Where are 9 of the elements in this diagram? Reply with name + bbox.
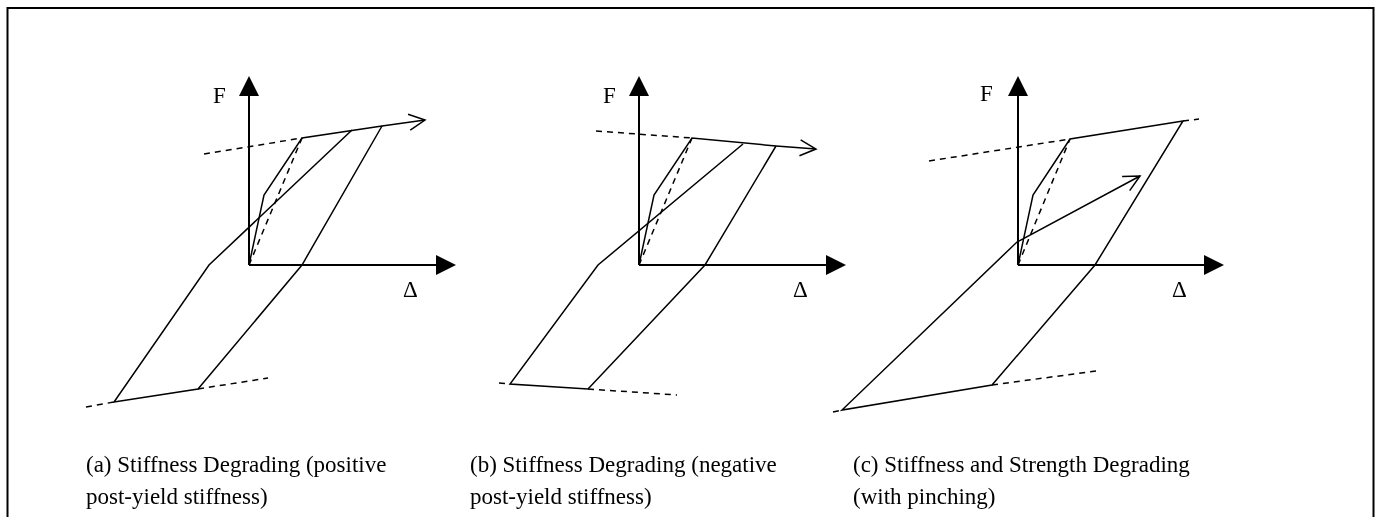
axis-label: Δ (403, 276, 418, 304)
axis-label: Δ (793, 276, 808, 304)
axis-label: Δ (1172, 276, 1187, 304)
axis-label: F (603, 82, 616, 110)
axis-label: F (980, 80, 993, 108)
axis-label: F (213, 82, 226, 110)
figure-caption: (b) Stiffness Degrading (negative post-yield stiffness) (470, 451, 778, 511)
figure-caption: (c) Stiffness and Strength Degrading (with pinching) (853, 451, 1191, 511)
figure-caption: (a) Stiffness Degrading (positive post-yield stiffness) (86, 451, 388, 511)
